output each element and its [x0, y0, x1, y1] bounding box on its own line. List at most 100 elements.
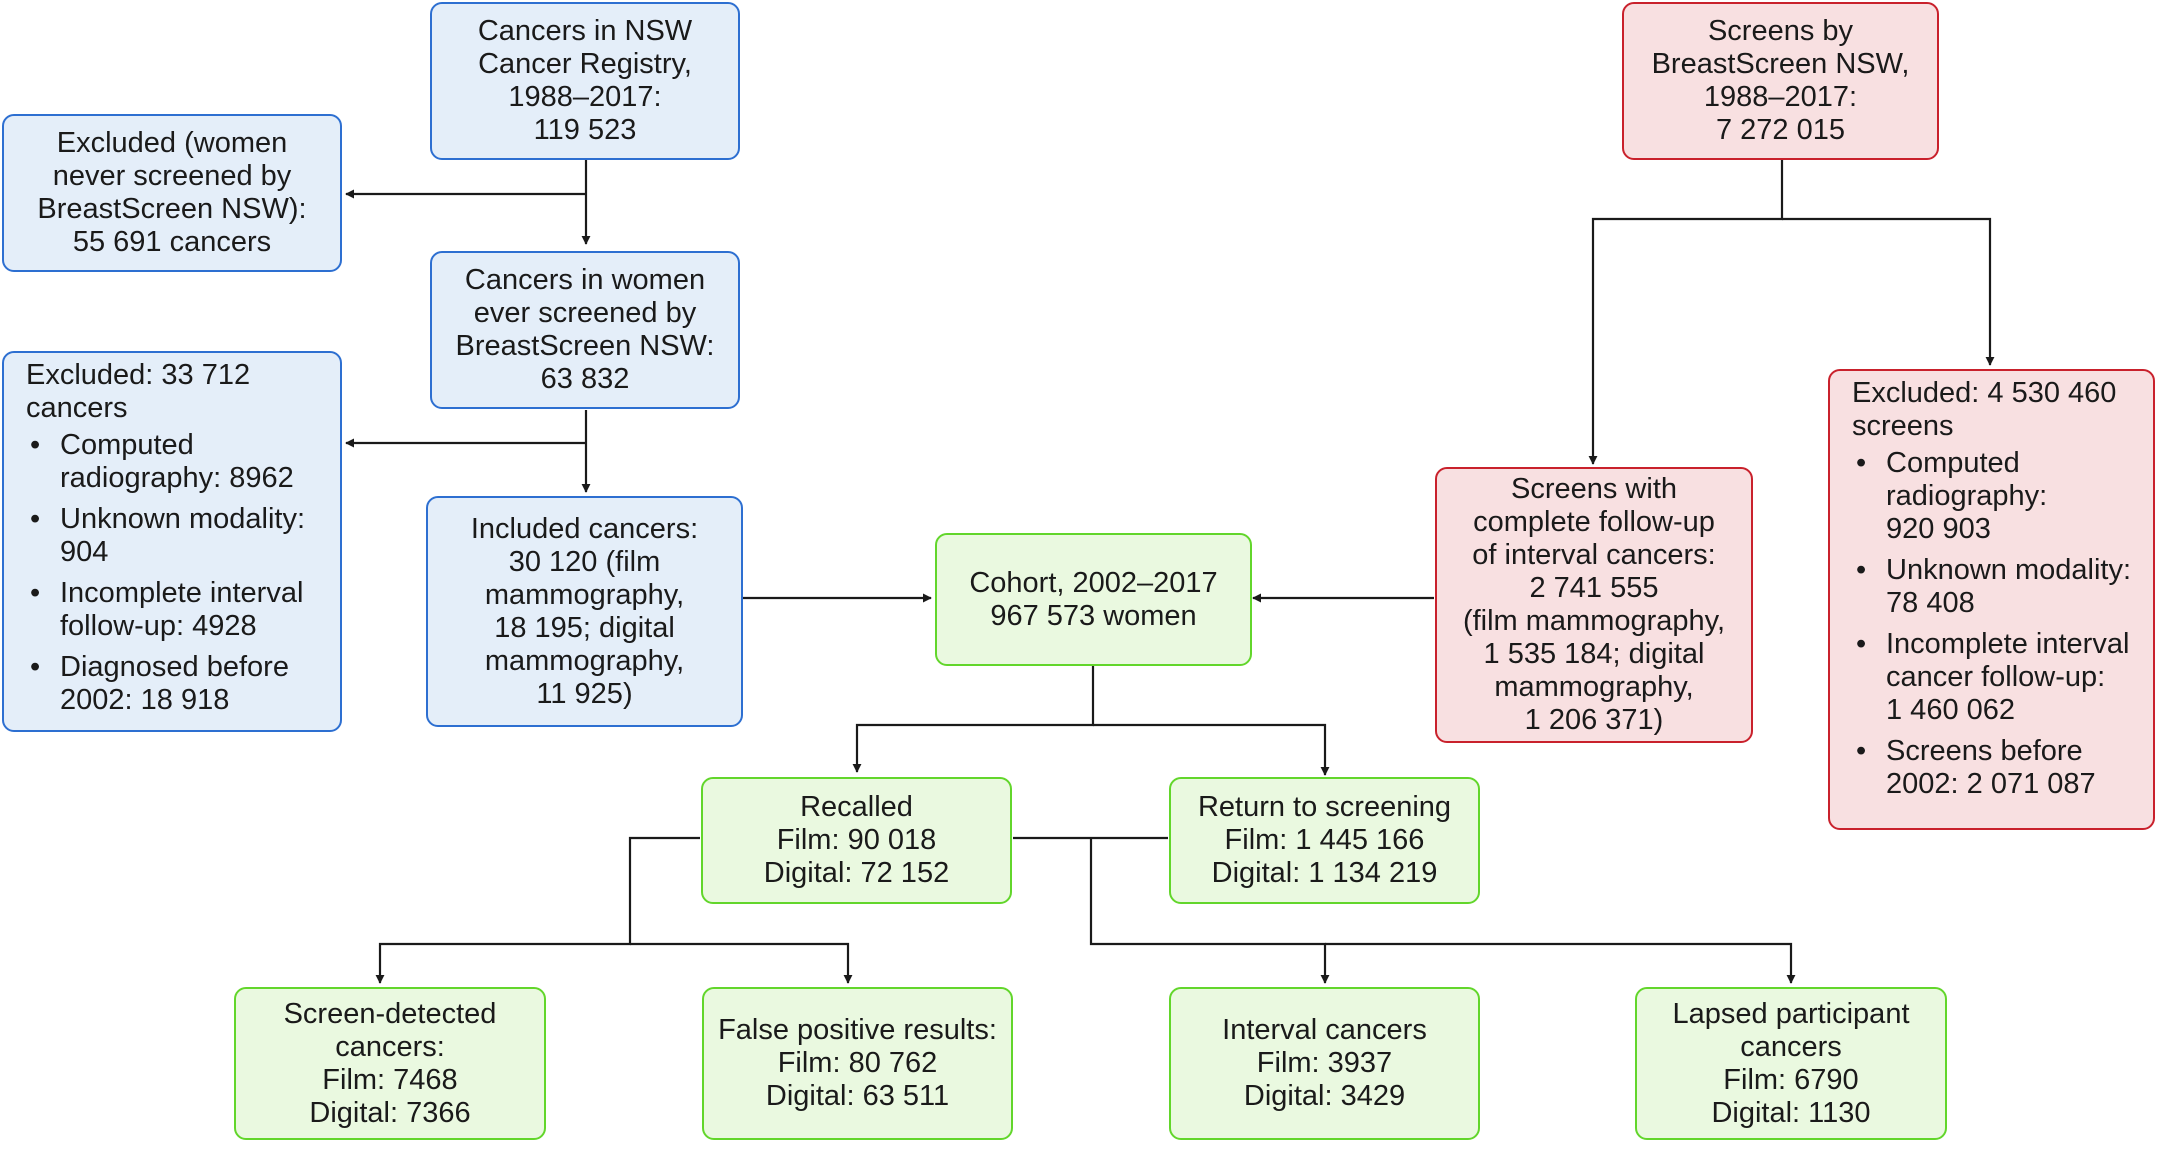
- text-line: mammography,: [484, 578, 685, 611]
- split-to-lapsed: [1325, 942, 1796, 984]
- text-line: Included cancers:: [470, 512, 699, 545]
- text-line: Film: 80 762: [777, 1047, 938, 1079]
- text-line: cancers:: [335, 1030, 445, 1063]
- text-line: False positive results:: [718, 1014, 997, 1046]
- list-item-line: Unknown modality:: [60, 503, 305, 535]
- text-line: 1988–2017:: [508, 81, 662, 113]
- text-line: Digital: 63 511: [765, 1080, 950, 1112]
- text-line: Cancers in women: [464, 264, 706, 296]
- list-item-line: 920 903: [1886, 513, 1991, 545]
- list-item: Unknown modality:904: [26, 503, 305, 569]
- text-line: BreastScreen NSW):: [37, 193, 307, 225]
- list-item-line: 1 460 062: [1886, 694, 2016, 726]
- text-line: Digital: 72 152: [763, 857, 950, 889]
- split-screens-right: [1782, 217, 1995, 366]
- text-line: complete follow-up: [1473, 506, 1715, 538]
- text-line: Film: 3937: [1256, 1047, 1393, 1079]
- text-line: 30 120 (film: [508, 545, 661, 578]
- list-item: Unknown modality:78 408: [1852, 554, 2131, 620]
- text-line: mammography,: [484, 644, 685, 677]
- text-line: 1 535 184; digital: [1483, 638, 1705, 670]
- text-line: 1 206 371): [1524, 704, 1664, 736]
- list-item-line: Unknown modality:: [1886, 554, 2131, 586]
- text-line: Return to screening: [1197, 791, 1452, 823]
- text-line: 63 832: [540, 363, 630, 395]
- text-line: Screen-detected: [283, 997, 497, 1030]
- text-line: Digital: 7366: [309, 1096, 471, 1129]
- list-item-line: Screens before: [1886, 735, 2083, 767]
- split-cohort-right: [1093, 723, 1330, 776]
- list-item-line: 2002: 2 071 087: [1886, 768, 2096, 800]
- text-line: 1988–2017:: [1703, 81, 1858, 113]
- text-line: Film: 1 445 166: [1224, 824, 1425, 856]
- list-item-line: 2002: 18 918: [60, 684, 230, 716]
- text-line: 967 573 women: [990, 599, 1197, 632]
- text-line: Cancers in NSW: [477, 15, 693, 47]
- text-line: Digital: 3429: [1243, 1080, 1406, 1112]
- text-line: BreastScreen NSW,: [1651, 48, 1910, 80]
- list-item-line: Incomplete interval: [60, 577, 304, 609]
- text-line: 2 741 555: [1529, 572, 1659, 604]
- split-recalled-right: [630, 942, 853, 984]
- list-item-line: follow-up: 4928: [60, 610, 257, 642]
- text-line: never screened by: [52, 160, 292, 192]
- text-line: 7 272 015: [1715, 114, 1845, 146]
- text-line: 55 691 cancers: [72, 226, 272, 258]
- text-line: ever screened by: [473, 297, 697, 329]
- split-recalled-left: [375, 836, 700, 984]
- text-line: (film mammography,: [1462, 605, 1726, 637]
- list-item-line: Diagnosed before: [60, 651, 289, 683]
- list-item-line: 78 408: [1886, 587, 1975, 619]
- text-line: Film: 7468: [322, 1063, 458, 1096]
- text-line: Cohort, 2002–2017: [969, 566, 1218, 599]
- list-item-line: radiography: 8962: [60, 462, 294, 494]
- split-to-interval: [1089, 838, 1330, 984]
- text-line: Digital: 1130: [1711, 1096, 1871, 1129]
- text-line: 18 195; digital: [494, 611, 675, 644]
- text-line: Film: 6790: [1723, 1063, 1859, 1096]
- text-line: Lapsed participant: [1672, 997, 1910, 1030]
- text-line: Recalled: [800, 791, 913, 823]
- list-item-line: radiography:: [1886, 480, 2048, 512]
- split-cohort-left: [852, 666, 1095, 773]
- list-item-line: 904: [60, 536, 109, 568]
- text-line: Interval cancers: [1222, 1014, 1427, 1046]
- text-line: cancers: [26, 392, 128, 424]
- text-line: Digital: 1 134 219: [1211, 857, 1438, 889]
- list-item-line: Computed: [60, 429, 194, 461]
- text-line: mammography,: [1494, 671, 1694, 703]
- text-line: Film: 90 018: [776, 824, 937, 856]
- text-line: Cancer Registry,: [478, 48, 692, 80]
- text-line: Screens by: [1707, 15, 1854, 47]
- text-line: Excluded: 4 530 460: [1852, 377, 2117, 409]
- text-line: of interval cancers:: [1472, 539, 1716, 571]
- text-line: BreastScreen NSW:: [455, 330, 715, 362]
- text-line: Excluded (women: [56, 127, 288, 159]
- list-item-line: Computed: [1886, 447, 2020, 479]
